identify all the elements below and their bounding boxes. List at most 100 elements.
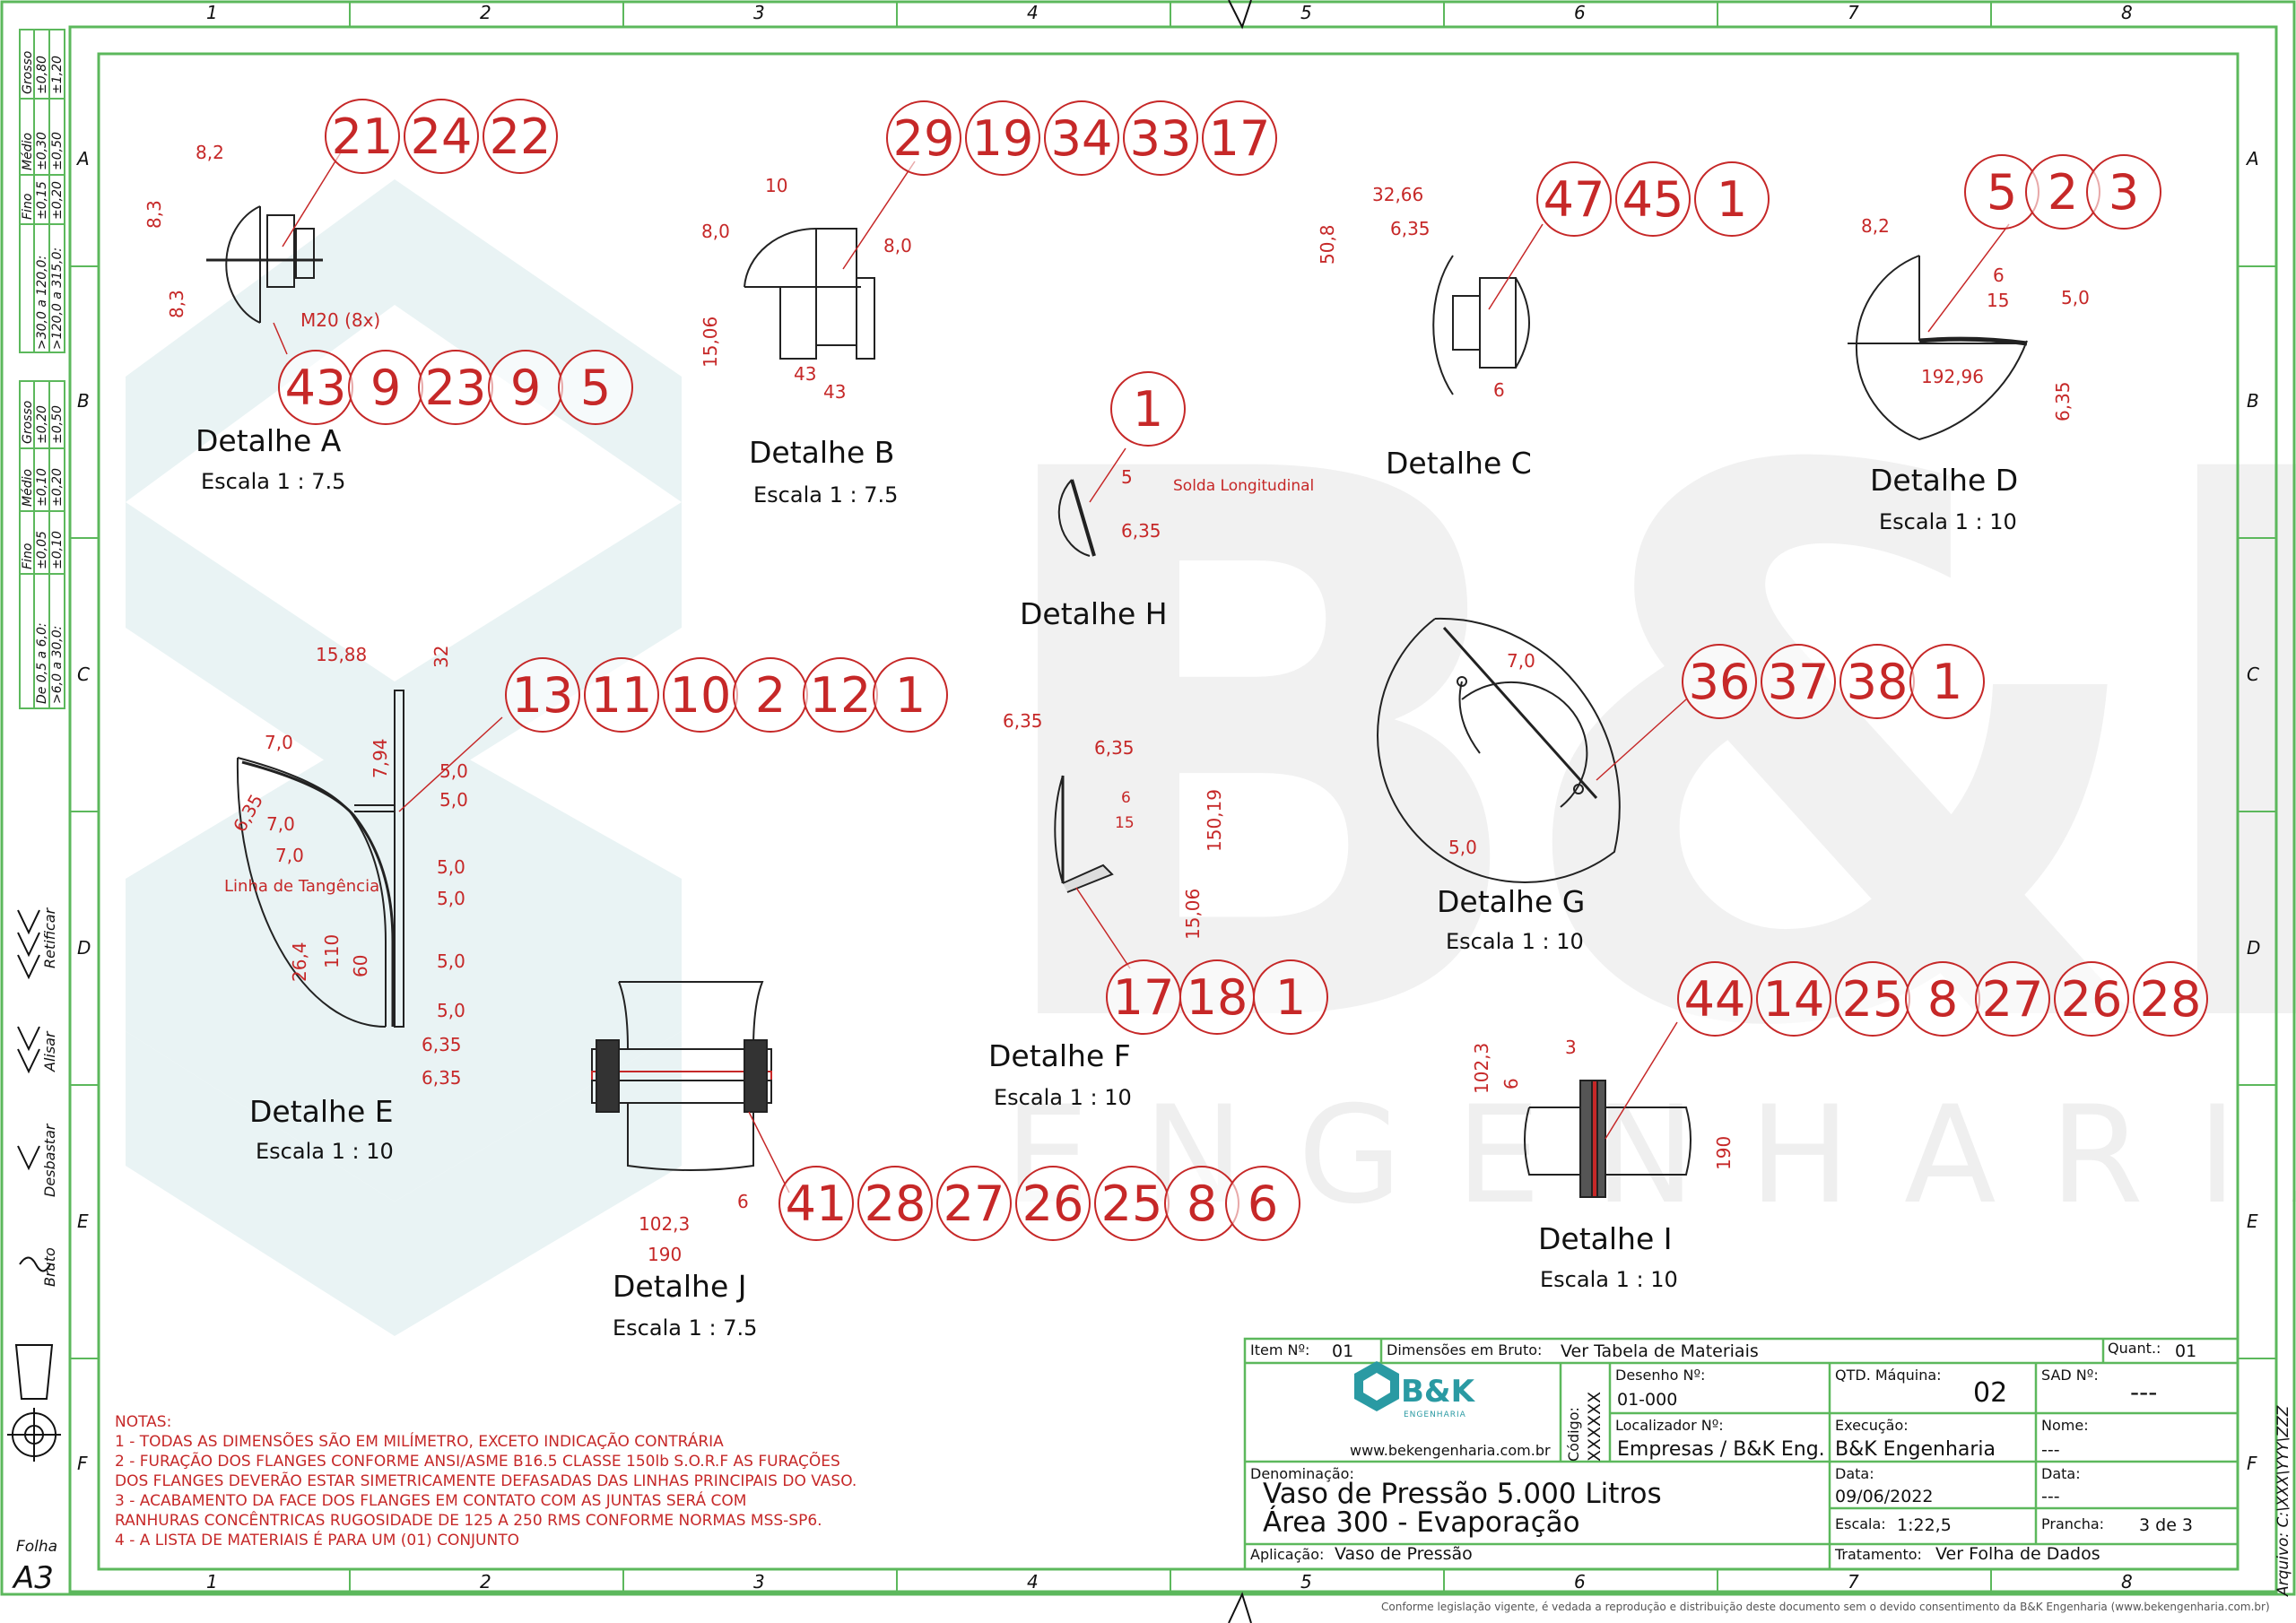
detail-b-drawing bbox=[744, 227, 875, 360]
execucao-label: Execução: bbox=[1835, 1417, 1909, 1434]
dimension: 5,0 bbox=[2061, 287, 2090, 308]
finish-symbols bbox=[17, 909, 51, 1272]
detail-h-drawing bbox=[1057, 479, 1096, 557]
col-label: 1 bbox=[206, 1571, 218, 1593]
detail-title: Detalhe G bbox=[1437, 884, 1586, 919]
note-line: 4 - A LISTA DE MATERIAIS É PARA UM (01) … bbox=[115, 1532, 519, 1549]
tol-value: ±0,20 bbox=[50, 181, 65, 220]
detail-title: Detalhe H bbox=[1020, 596, 1168, 631]
denominacao-line1: Vaso de Pressão 5.000 Litros bbox=[1263, 1478, 1662, 1510]
qtd-label: QTD. Máquina: bbox=[1835, 1367, 1942, 1384]
balloon: 19 bbox=[965, 100, 1040, 176]
balloon: 1 bbox=[1253, 959, 1328, 1035]
row-label: A bbox=[77, 148, 90, 169]
data2-label: Data: bbox=[2041, 1465, 2081, 1482]
aplicacao-value: Vaso de Pressão bbox=[1335, 1544, 1473, 1564]
dimension: 3 bbox=[1565, 1037, 1577, 1058]
col-label: 3 bbox=[753, 1571, 765, 1593]
dimension: 110 bbox=[321, 933, 343, 968]
balloon: 27 bbox=[936, 1166, 1012, 1241]
balloon: 14 bbox=[1756, 961, 1831, 1037]
tol-value: ±0,20 bbox=[50, 468, 65, 507]
detail-scale: Escala 1 : 10 bbox=[1446, 929, 1584, 954]
finish-label: Retificar bbox=[41, 907, 58, 968]
localizador-label: Localizador Nº: bbox=[1615, 1417, 1724, 1434]
prancha-value: 3 de 3 bbox=[2139, 1515, 2194, 1535]
center-mark bbox=[1228, 0, 1252, 1623]
dimension: 5,0 bbox=[437, 1000, 465, 1021]
balloon: 6 bbox=[1225, 1166, 1300, 1241]
balloon: 38 bbox=[1839, 644, 1915, 719]
col-label: 6 bbox=[1574, 2, 1586, 23]
dimension: 5,0 bbox=[437, 856, 465, 878]
dimension: 7,0 bbox=[275, 845, 304, 866]
detail-j-drawing bbox=[591, 981, 772, 1171]
svg-text:B&K: B&K bbox=[969, 315, 2296, 1192]
denominacao-label: Denominação: bbox=[1250, 1465, 1354, 1482]
notes-title: NOTAS: bbox=[115, 1413, 172, 1431]
balloon: 8 bbox=[1905, 961, 1980, 1037]
tol-value: ±1,20 bbox=[50, 56, 65, 94]
balloon: 22 bbox=[483, 99, 558, 174]
dimension: 6,35 bbox=[1390, 218, 1431, 239]
finish-label: Bruto bbox=[41, 1247, 58, 1287]
col-label: 2 bbox=[480, 1571, 491, 1593]
balloon: 24 bbox=[404, 99, 479, 174]
col-label: 8 bbox=[2121, 1571, 2133, 1593]
balloon: 1 bbox=[873, 657, 948, 733]
balloon: 1 bbox=[1909, 644, 1985, 719]
logo-sub: ENGENHARIA bbox=[1404, 1410, 1466, 1419]
row-label: A bbox=[2247, 148, 2259, 169]
dimension: 5,0 bbox=[1448, 837, 1477, 858]
balloon: 44 bbox=[1677, 961, 1752, 1037]
tol-value: ±0,05 bbox=[35, 531, 49, 569]
dimension: 6,35 bbox=[1003, 710, 1043, 732]
detail-scale: Escala 1 : 7.5 bbox=[201, 469, 346, 494]
execucao-value: B&K Engenharia bbox=[1835, 1438, 1996, 1461]
dimension: 15,88 bbox=[316, 644, 368, 665]
detail-title: Detalhe J bbox=[613, 1269, 747, 1304]
dimension: M20 (8x) bbox=[300, 309, 381, 331]
balloon: 2 bbox=[733, 657, 808, 733]
dimension: 15,06 bbox=[700, 316, 721, 368]
tol-value: ±0,10 bbox=[35, 468, 49, 507]
detail-scale: Escala 1 : 10 bbox=[1540, 1267, 1678, 1292]
balloon: 25 bbox=[1835, 961, 1910, 1037]
tol-value: ±0,50 bbox=[50, 405, 65, 444]
folha-value: A3 bbox=[13, 1560, 54, 1596]
col-label: 7 bbox=[1848, 2, 1859, 23]
dimension: 102,3 bbox=[1471, 1042, 1492, 1094]
sad-label: SAD Nº: bbox=[2041, 1367, 2099, 1384]
balloon: 34 bbox=[1044, 100, 1119, 176]
row-label: E bbox=[2247, 1211, 2258, 1232]
note-line: 1 - TODAS AS DIMENSÕES SÃO EM MILÍMETRO,… bbox=[115, 1433, 724, 1451]
dimension: 50,8 bbox=[1317, 224, 1338, 265]
data1-value: 09/06/2022 bbox=[1835, 1487, 1934, 1506]
balloon: 3 bbox=[2086, 154, 2161, 230]
tol-range: >30,0 a 120,0: bbox=[35, 255, 49, 350]
dimension: 26,4 bbox=[289, 942, 310, 982]
dimension: 6,35 bbox=[1121, 520, 1161, 542]
dimension: 7,94 bbox=[370, 738, 391, 778]
col-label: 2 bbox=[480, 2, 491, 23]
dimension: 6 bbox=[1121, 789, 1131, 807]
detail-a-drawing bbox=[206, 205, 323, 324]
note-line: 2 - FURAÇÃO DOS FLANGES CONFORME ANSI/AS… bbox=[115, 1453, 840, 1471]
note-line: DOS FLANGES DEVERÃO ESTAR SIMETRICAMENTE… bbox=[115, 1472, 857, 1490]
dimension: 43 bbox=[823, 381, 847, 403]
nome-value: --- bbox=[2041, 1440, 2060, 1460]
detail-title: Detalhe F bbox=[988, 1038, 1131, 1073]
row-label: D bbox=[77, 937, 91, 959]
balloon: 9 bbox=[348, 350, 423, 425]
dimension: 6,35 bbox=[2052, 381, 2074, 421]
detail-title: Detalhe B bbox=[749, 435, 895, 470]
balloon: 21 bbox=[325, 99, 400, 174]
legal-footer: Conforme legislação vigente, é vedada a … bbox=[1381, 1601, 2270, 1613]
tol-range: De 0,5 a 6,0: bbox=[35, 622, 49, 704]
balloon: 28 bbox=[857, 1166, 933, 1241]
tol-header: Médio bbox=[21, 132, 35, 170]
dimension: 15 bbox=[1987, 290, 2010, 311]
row-label: F bbox=[77, 1453, 88, 1474]
dimension: 43 bbox=[794, 363, 817, 385]
